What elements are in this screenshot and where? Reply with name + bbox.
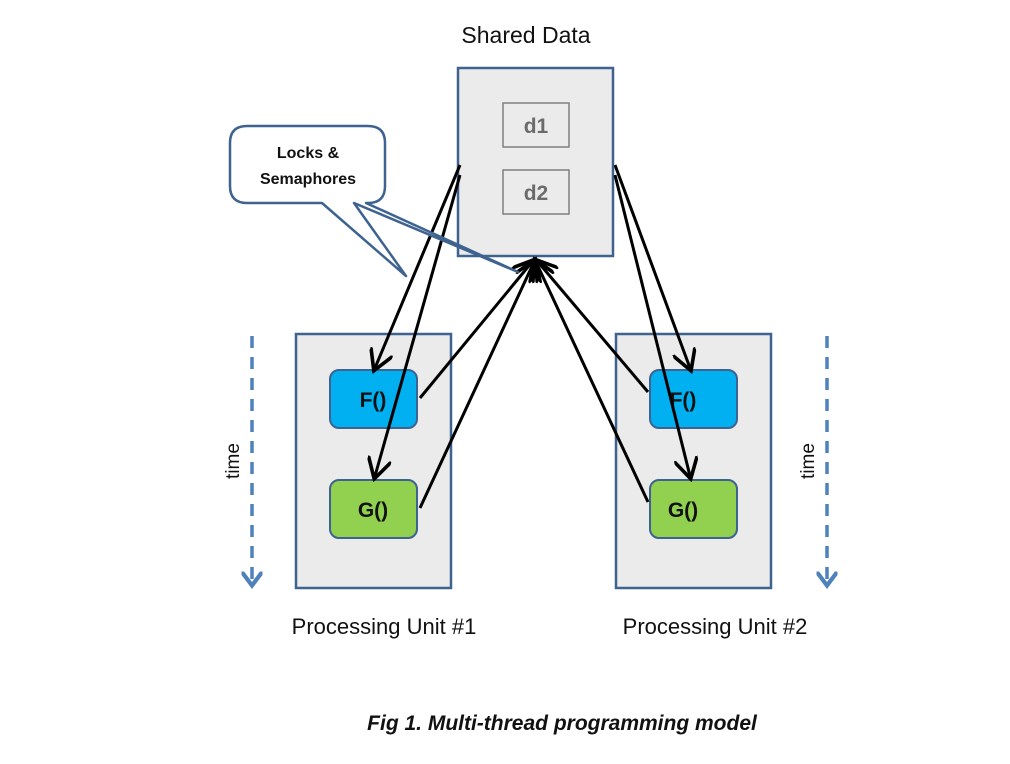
data-item-d1-box (502, 102, 570, 148)
arrow-shared-to-unit2-f (613, 164, 690, 368)
unit-1-function-g: G() (358, 499, 388, 522)
locks-callout: Locks & Semaphores (228, 124, 520, 278)
unit-1-time-label: time (223, 443, 244, 479)
arrow-shared-to-unit2-g (613, 174, 690, 476)
data-item-d1: d1 (524, 115, 549, 138)
write-arrows (418, 262, 650, 509)
callout-line-2: Semaphores (260, 171, 356, 188)
shared-data-box (456, 66, 615, 258)
read-arrows (375, 164, 690, 476)
callout-bubble (228, 124, 520, 278)
arrow-unit1-g-to-shared (418, 262, 534, 509)
unit-2-function-f: F() (670, 389, 697, 412)
processing-unit-2-label: Processing Unit #2 (623, 614, 808, 639)
arrow-unit2-f-to-shared (538, 262, 650, 393)
arrow-unit1-f-to-shared (418, 262, 532, 399)
figure-caption: Fig 1. Multi-thread programming model (367, 712, 758, 735)
callout-line-1: Locks & (277, 145, 340, 162)
unit-2-time-label: time (798, 443, 819, 479)
processing-unit-1-label: Processing Unit #1 (292, 614, 477, 639)
shared-data-title: Shared Data (461, 22, 590, 48)
arrow-unit2-g-to-shared (536, 262, 650, 503)
data-item-d2: d2 (524, 182, 549, 205)
arrow-shared-to-unit1-g (375, 174, 462, 476)
data-item-d2-box (502, 169, 570, 215)
arrow-shared-to-unit1-f (375, 164, 462, 368)
unit-2-function-g: G() (668, 499, 698, 522)
unit-1-function-f: F() (360, 389, 387, 412)
